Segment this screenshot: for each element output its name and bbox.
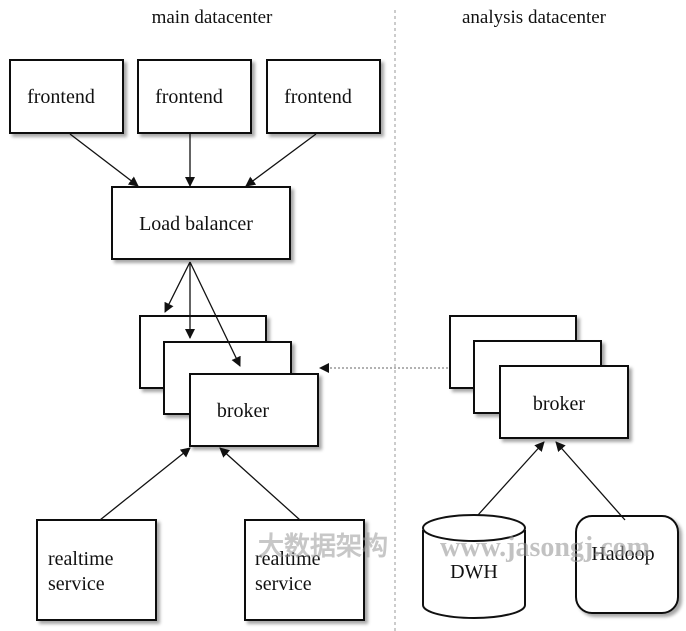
main-datacenter-title: main datacenter	[152, 7, 273, 28]
arrow-dwh-to-broker	[477, 441, 545, 516]
load-balancer-node: Load balancer	[111, 186, 291, 260]
realtime-service-line-2a: realtime	[255, 548, 321, 570]
dwh-label: DWH	[450, 561, 498, 583]
frontend-node-1: frontend	[9, 59, 124, 134]
frontend-label-2: frontend	[155, 86, 223, 108]
arrow-frontend1-to-lb	[69, 133, 139, 187]
realtime-service-line-1b: service	[48, 573, 105, 595]
arrow-realtime2-to-broker	[219, 447, 301, 521]
frontend-label-3: frontend	[284, 86, 352, 108]
load-balancer-label: Load balancer	[139, 213, 253, 235]
realtime-service-line-1a: realtime	[48, 548, 114, 570]
dwh-node: DWH	[422, 514, 526, 619]
realtime-service-node-1: realtime service	[36, 519, 157, 621]
analysis-broker-stack: broker	[449, 315, 629, 439]
realtime-service-node-2: realtime service	[244, 519, 365, 621]
realtime-service-label-2: realtime service	[255, 548, 326, 595]
frontend-label-1: frontend	[27, 86, 95, 108]
realtime-service-label-1: realtime service	[48, 548, 119, 595]
arrow-lb-to-broker-c	[189, 261, 241, 367]
analysis-broker-label: broker	[533, 393, 586, 415]
hadoop-label: Hadoop	[591, 543, 654, 565]
watermark-en: www.jasongj.com	[440, 532, 650, 563]
arrow-frontend3-to-lb	[245, 133, 317, 187]
frontend-node-3: frontend	[266, 59, 381, 134]
analysis-datacenter-title: analysis datacenter	[462, 7, 607, 28]
hadoop-node: Hadoop	[575, 515, 679, 614]
watermark-cn: 大数据架构	[258, 532, 388, 562]
arrow-hadoop-to-broker	[555, 441, 626, 521]
watermark: 大数据架构 www.jasongj.com	[258, 532, 650, 563]
realtime-service-line-2b: service	[255, 573, 312, 595]
main-broker-stack: broker	[139, 315, 319, 447]
arrow-realtime1-to-broker	[99, 447, 191, 521]
main-broker-label: broker	[217, 400, 270, 422]
arrow-lb-to-broker-a	[164, 261, 191, 313]
frontend-node-2: frontend	[137, 59, 252, 134]
